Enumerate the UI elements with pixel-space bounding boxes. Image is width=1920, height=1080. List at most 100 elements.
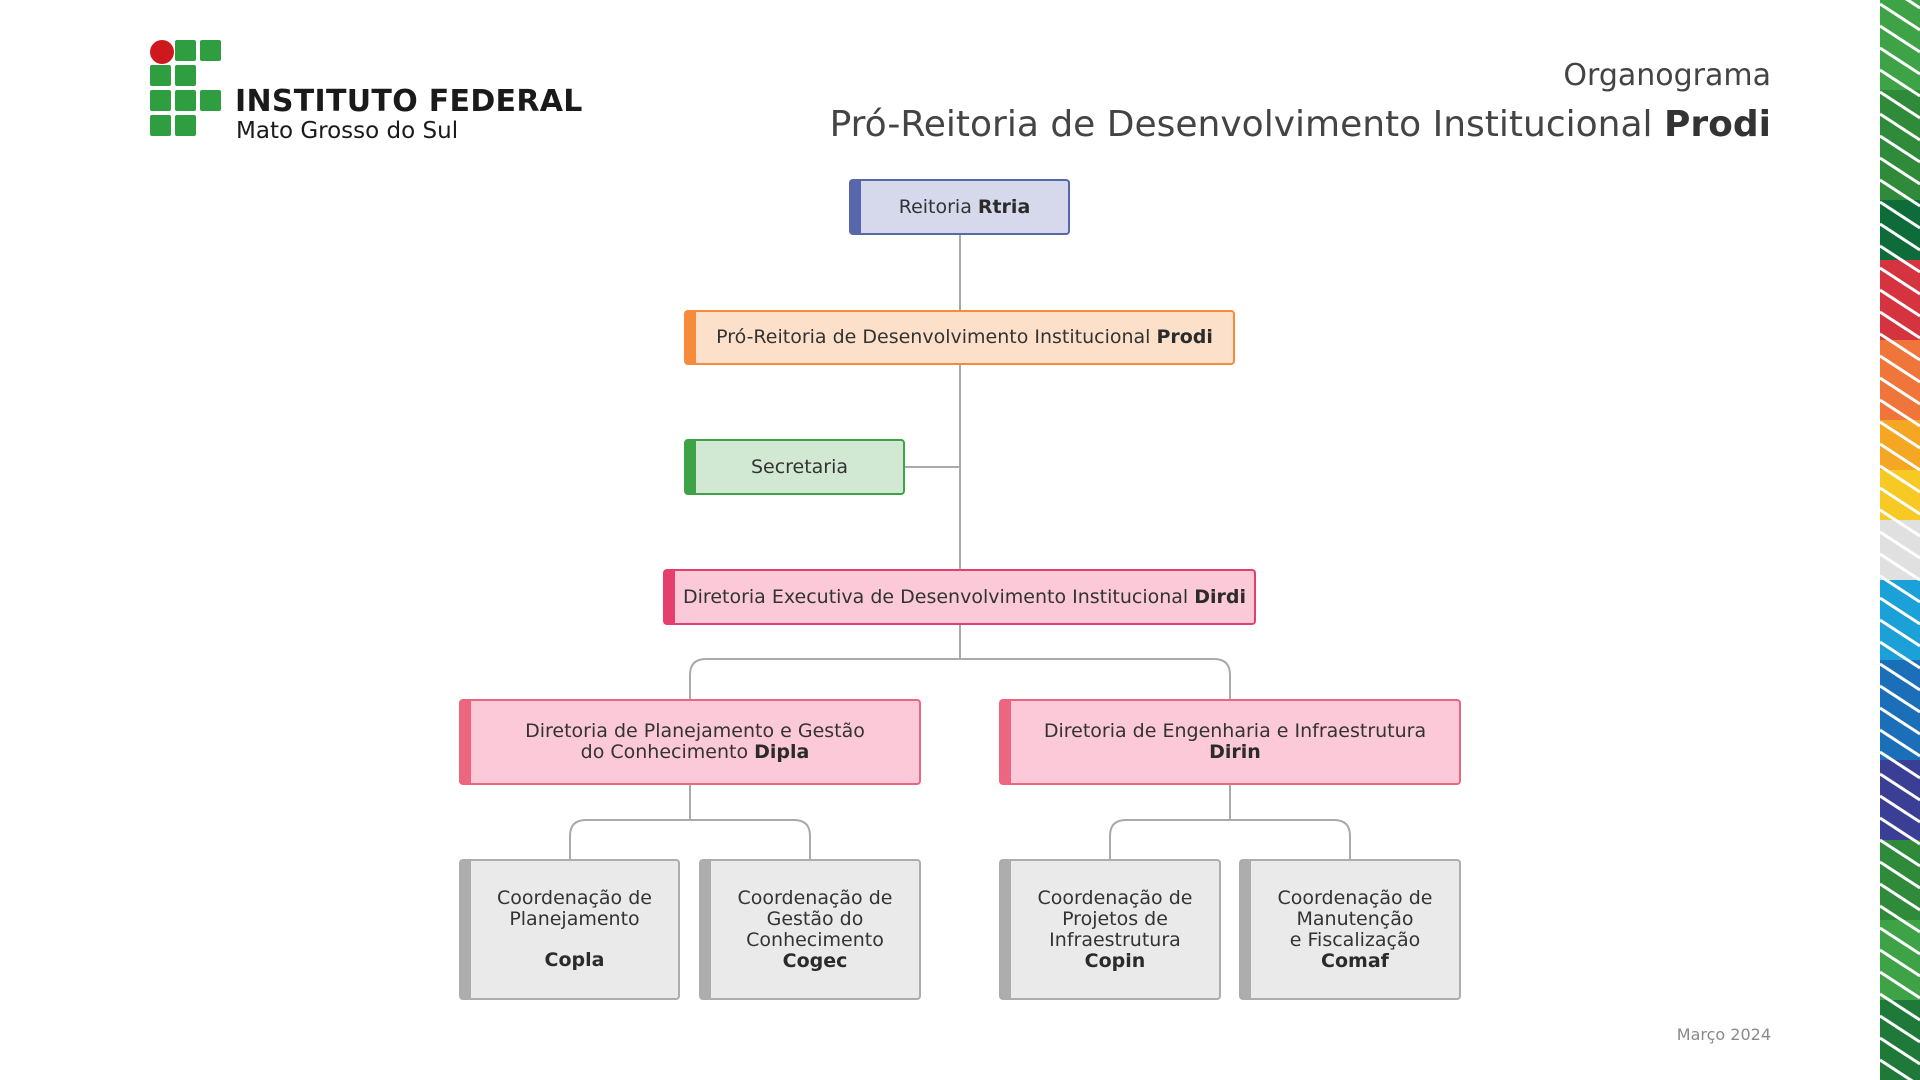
node-comaf-line3: e Fiscalização	[1289, 928, 1421, 951]
stripe-divider	[1880, 68, 1920, 98]
stripe-band	[1880, 1000, 1920, 1080]
stripe-divider	[1880, 530, 1920, 560]
node-comaf-line1: Coordenação de	[1277, 886, 1433, 909]
node-cogec-line3: Conhecimento	[746, 928, 884, 951]
node-prodi: Pró-Reitoria de Desenvolvimento Instituc…	[684, 310, 1235, 365]
node-dipla-line1: Diretoria de Planejamento e Gestão	[525, 720, 865, 742]
node-comaf-line2: Manutenção	[1296, 907, 1414, 930]
node-dirin-abbr: Dirin	[1209, 741, 1261, 763]
node-cogec-line1: Coordenação de	[737, 886, 893, 909]
stripe-divider	[1880, 508, 1920, 538]
node-comaf: Coordenação de Manutenção e Fiscalização…	[1239, 859, 1461, 1000]
node-dipla-abbr: Dipla	[754, 741, 810, 763]
stripe-divider	[1880, 2, 1920, 32]
stripe-divider	[1880, 970, 1920, 1000]
stripe-divider	[1880, 728, 1920, 758]
node-copin-line3: Infraestrutura	[1049, 928, 1181, 951]
stripe-divider	[1880, 178, 1920, 208]
stripe-divider	[1880, 640, 1920, 670]
stripe-divider	[1880, 1058, 1914, 1080]
node-dirin: Diretoria de Engenharia e Infraestrutura…	[999, 699, 1461, 785]
stripe-divider	[1880, 706, 1920, 736]
stripe-divider	[1880, 90, 1920, 120]
institution-logo: INSTITUTO FEDERAL Mato Grosso do Sul	[150, 40, 582, 150]
stripe-divider	[1904, 0, 1920, 10]
page-title: Pró-Reitoria de Desenvolvimento Instituc…	[830, 104, 1771, 145]
node-dirdi-abbr: Dirdi	[1194, 585, 1246, 608]
stripe-divider	[1880, 618, 1920, 648]
institution-subtitle: Mato Grosso do Sul	[236, 118, 459, 144]
node-prodi-name: Pró-Reitoria de Desenvolvimento Instituc…	[716, 326, 1151, 348]
stripe-divider	[1880, 288, 1920, 318]
node-copin: Coordenação de Projetos de Infraestrutur…	[999, 859, 1221, 1000]
stripe-divider	[1880, 772, 1920, 802]
stripe-divider	[1880, 332, 1920, 362]
stripe-divider	[1880, 420, 1920, 450]
stripe-divider	[1880, 948, 1920, 978]
stripe-band	[1880, 660, 1920, 760]
stripe-divider	[1880, 926, 1920, 956]
stripe-band	[1880, 520, 1920, 580]
stripe-divider	[1880, 464, 1920, 494]
stripe-divider	[1880, 596, 1920, 626]
node-dipla-line2: do Conhecimento	[580, 741, 749, 763]
node-dipla-line2-wrap: do Conhecimento Dipla	[581, 742, 810, 763]
node-dirin-line1: Diretoria de Engenharia e Infraestrutura	[1043, 720, 1427, 742]
stripe-band	[1880, 90, 1920, 200]
connector-dirdi-children	[689, 658, 1231, 699]
stripe-divider	[1880, 112, 1920, 142]
stripe-divider	[1880, 860, 1920, 890]
page-title-abbr: Prodi	[1664, 104, 1771, 145]
logo-grid-icon	[150, 40, 230, 140]
node-cogec: Coordenação de Gestão do Conhecimento Co…	[699, 859, 921, 1000]
stripe-divider	[1880, 244, 1920, 274]
stripe-divider	[1880, 794, 1920, 824]
node-reitoria-name: Reitoria	[898, 195, 972, 218]
stripe-divider	[1880, 134, 1920, 164]
stripe-divider	[1880, 398, 1920, 428]
stripe-divider	[1880, 442, 1920, 472]
stripe-divider	[1880, 750, 1920, 780]
stripe-divider	[1880, 838, 1920, 868]
stripe-divider	[1880, 376, 1920, 406]
node-dirdi: Diretoria Executiva de Desenvolvimento I…	[663, 569, 1256, 625]
node-copla-line1: Coordenação de	[497, 887, 652, 909]
footer-date: Março 2024	[1676, 1025, 1771, 1044]
node-secretaria-name: Secretaria	[750, 455, 849, 478]
diagram-kind: Organograma	[1563, 58, 1771, 93]
node-prodi-abbr: Prodi	[1156, 326, 1213, 348]
stripe-band	[1880, 340, 1920, 420]
node-cogec-abbr: Cogec	[782, 949, 848, 972]
stripe-divider	[1880, 354, 1920, 384]
stripe-divider	[1880, 222, 1920, 252]
node-copin-line1: Coordenação de	[1037, 886, 1193, 909]
stripe-divider	[1880, 200, 1920, 230]
connector-dipla-children	[569, 819, 811, 859]
stripe-divider	[1880, 992, 1920, 1022]
stripe-divider	[1880, 662, 1920, 692]
node-dipla: Diretoria de Planejamento e Gestão do Co…	[459, 699, 921, 785]
node-comaf-abbr: Comaf	[1321, 949, 1389, 972]
stripe-divider	[1880, 552, 1920, 582]
stripe-divider	[1880, 156, 1920, 186]
stripe-divider	[1880, 24, 1920, 54]
stripe-divider	[1880, 904, 1920, 934]
stripe-divider	[1880, 816, 1920, 846]
stripe-divider	[1880, 882, 1920, 912]
node-copla-line2: Planejamento	[509, 908, 640, 930]
stripe-divider	[1880, 310, 1920, 340]
node-secretaria: Secretaria	[684, 439, 905, 495]
institution-name: INSTITUTO FEDERAL	[235, 84, 583, 119]
node-copin-abbr: Copin	[1084, 949, 1146, 972]
connector-dirin-children	[1109, 819, 1351, 859]
node-copin-line2: Projetos de	[1062, 907, 1168, 930]
stripe-divider	[1880, 266, 1920, 296]
node-dirdi-name: Diretoria Executiva de Desenvolvimento I…	[683, 585, 1189, 608]
node-reitoria-abbr: Rtria	[977, 195, 1031, 218]
stripe-band	[1880, 0, 1920, 90]
stripe-divider	[1880, 1036, 1920, 1066]
stripe-divider	[1880, 684, 1920, 714]
node-copla-abbr: Copla	[544, 949, 605, 971]
